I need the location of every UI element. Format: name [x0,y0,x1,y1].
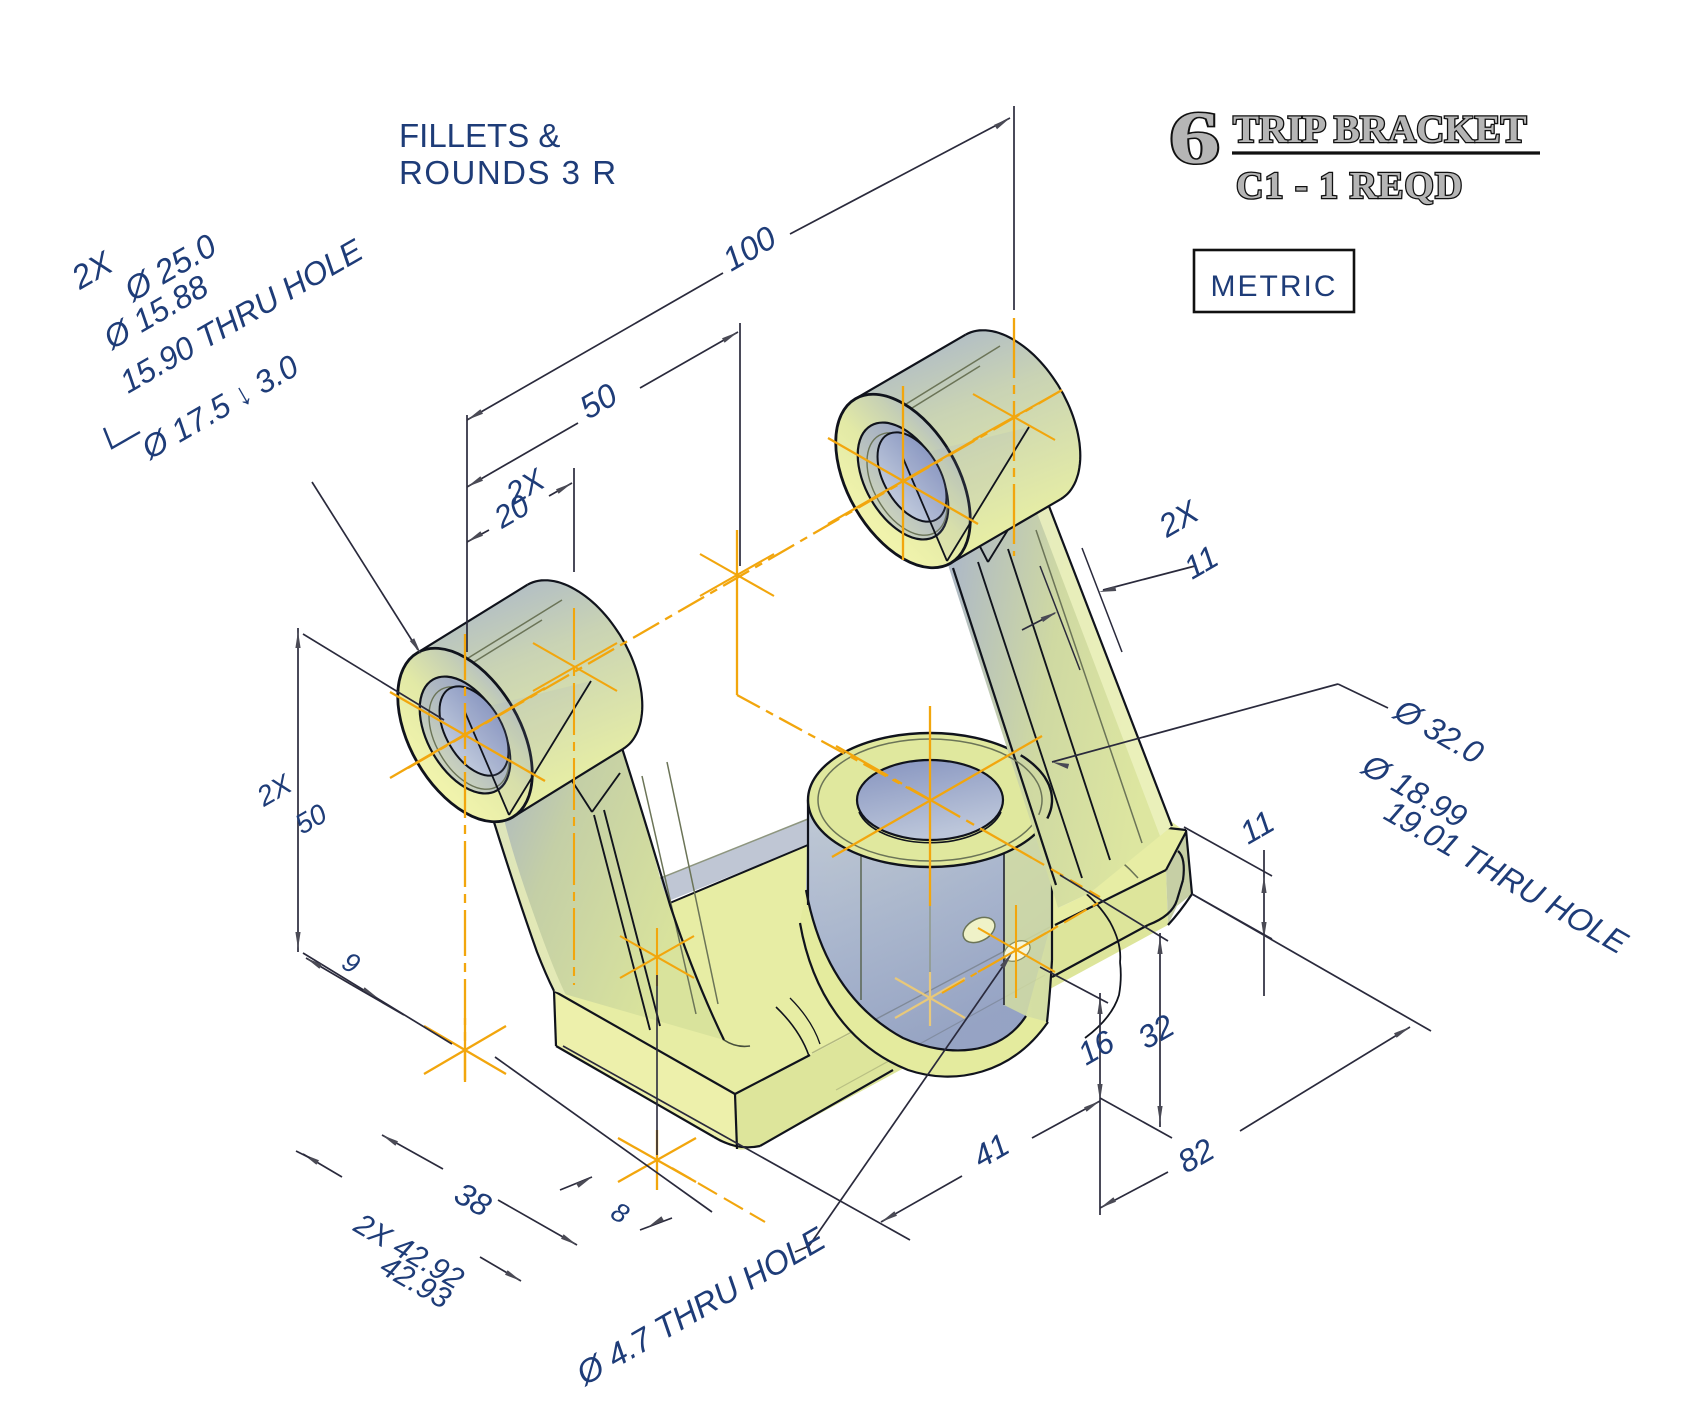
svg-text:METRIC: METRIC [1211,270,1338,303]
svg-text:TRIP BRACKET: TRIP BRACKET [1233,108,1527,151]
svg-text:C1 - 1 REQD: C1 - 1 REQD [1236,165,1463,207]
svg-text:6: 6 [1169,97,1220,180]
svg-text:ROUNDS 3 R: ROUNDS 3 R [399,154,618,191]
svg-text:FILLETS &: FILLETS & [399,117,560,154]
